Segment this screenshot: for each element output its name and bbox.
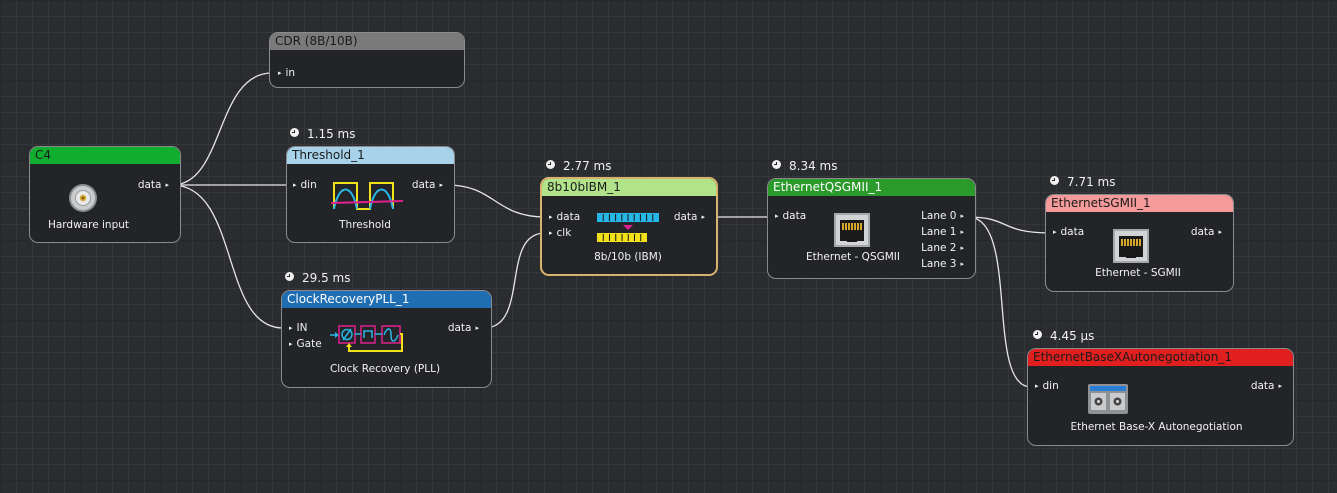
timing-label: 2.77 ms [546, 159, 611, 174]
output-port-lane-2[interactable]: Lane 2 [921, 242, 964, 256]
timing-label: 8.34 ms [772, 159, 837, 174]
clock-icon [285, 272, 294, 281]
timing-label: 29.5 ms [285, 271, 350, 286]
output-port-data[interactable]: data [448, 322, 479, 336]
timing-label: 7.71 ms [1050, 175, 1115, 190]
input-port-clk[interactable]: clk [549, 227, 572, 241]
node-8b10b-ibm[interactable]: 8b10bIBM_1 data clk data 8b/10b (IBM) [540, 177, 718, 276]
node-threshold[interactable]: Threshold_1 din data Threshold [286, 146, 455, 243]
wire-c4-to-clockrecovery [171, 184, 284, 329]
timing-value: 8.34 ms [789, 159, 838, 173]
input-port-gate[interactable]: Gate [289, 338, 322, 352]
node-ethernet-sgmii[interactable]: EthernetSGMII_1 data data Ethernet - SGM… [1045, 194, 1234, 292]
bit-decoder-icon [597, 213, 659, 242]
clock-icon [290, 128, 299, 137]
clock-icon [772, 160, 781, 169]
output-port-lane-1[interactable]: Lane 1 [921, 226, 964, 240]
node-caption: Ethernet Base-X Autonegotiation [1070, 421, 1243, 433]
node-ethernet-qsgmii[interactable]: EthernetQSGMII_1 data Lane 0 Lane 1 Lane… [767, 178, 976, 279]
ethernet-port-icon [1113, 229, 1149, 263]
node-title: Threshold_1 [287, 147, 454, 164]
node-title: EthernetSGMII_1 [1046, 195, 1233, 212]
threshold-waveform-icon [331, 182, 404, 210]
clock-icon [1033, 330, 1042, 339]
output-port-lane-0[interactable]: Lane 0 [921, 210, 964, 224]
input-port-data[interactable]: data [1053, 226, 1085, 240]
node-title: EthernetQSGMII_1 [768, 179, 975, 196]
node-caption: Clock Recovery (PLL) [329, 363, 441, 375]
node-ethernet-basex-autoneg[interactable]: EthernetBaseXAutonegotiation_1 din data … [1027, 348, 1294, 446]
node-clock-recovery[interactable]: ClockRecoveryPLL_1 IN Gate data Clock Re… [281, 290, 492, 388]
node-caption: Ethernet - SGMII [1095, 267, 1181, 279]
input-port-data[interactable]: data [549, 211, 581, 225]
sfp-module-icon [1088, 384, 1128, 414]
timing-value: 4.45 µs [1050, 329, 1095, 343]
output-port-data[interactable]: data [412, 179, 443, 193]
node-title: EthernetBaseXAutonegotiation_1 [1028, 349, 1293, 366]
timing-value: 2.77 ms [563, 159, 612, 173]
bnc-connector-icon [69, 184, 97, 212]
node-title: C4 [30, 147, 180, 164]
input-port-din[interactable]: din [293, 179, 317, 193]
node-title: CDR (8B/10B) [270, 33, 464, 50]
node-cdr[interactable]: CDR (8B/10B) in [269, 32, 465, 88]
wire-c4-to-cdr [171, 72, 273, 186]
node-title: 8b10bIBM_1 [542, 179, 716, 196]
input-port-in[interactable]: IN [289, 322, 308, 336]
timing-value: 1.15 ms [307, 127, 356, 141]
node-caption: Threshold [339, 219, 391, 231]
node-caption: Ethernet - QSGMII [805, 251, 900, 263]
node-caption: Hardware input [47, 219, 130, 231]
pll-diagram-icon [330, 325, 403, 352]
timing-label: 1.15 ms [290, 127, 355, 142]
timing-label: 4.45 µs [1033, 329, 1094, 344]
input-port-din[interactable]: din [1035, 380, 1059, 394]
wire-qsgmii-to-basex [967, 216, 1032, 388]
input-port-data[interactable]: data [775, 210, 807, 224]
wire-qsgmii-to-sgmii [967, 216, 1051, 234]
output-port-data[interactable]: data [138, 179, 169, 193]
output-port-data[interactable]: data [1191, 226, 1222, 240]
node-title: ClockRecoveryPLL_1 [282, 291, 491, 308]
timing-value: 29.5 ms [302, 271, 351, 285]
output-port-data[interactable]: data [1251, 380, 1282, 394]
ethernet-port-icon [834, 213, 870, 247]
node-c4[interactable]: C4 data Hardware input [29, 146, 181, 243]
clock-icon [1050, 176, 1059, 185]
input-port-in[interactable]: in [278, 67, 296, 81]
timing-value: 7.71 ms [1067, 175, 1116, 189]
node-caption: 8b/10b (IBM) [594, 251, 662, 263]
wire-clockrecovery-to-8b10b [483, 232, 546, 329]
wire-threshold-to-8b10b [446, 184, 546, 218]
output-port-data[interactable]: data [674, 211, 705, 225]
clock-icon [546, 160, 555, 169]
output-port-lane-3[interactable]: Lane 3 [921, 258, 964, 272]
